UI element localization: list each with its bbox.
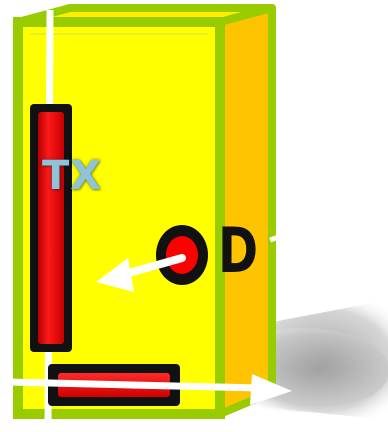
detector-label: D bbox=[218, 214, 259, 287]
box-side-face bbox=[216, 4, 276, 418]
transmitter-label: TX bbox=[42, 153, 103, 199]
detector-arrow bbox=[96, 254, 186, 292]
transmitter-bar bbox=[30, 104, 72, 352]
beam-horizontal-arrow bbox=[7, 374, 292, 405]
detector-tick bbox=[269, 233, 283, 243]
